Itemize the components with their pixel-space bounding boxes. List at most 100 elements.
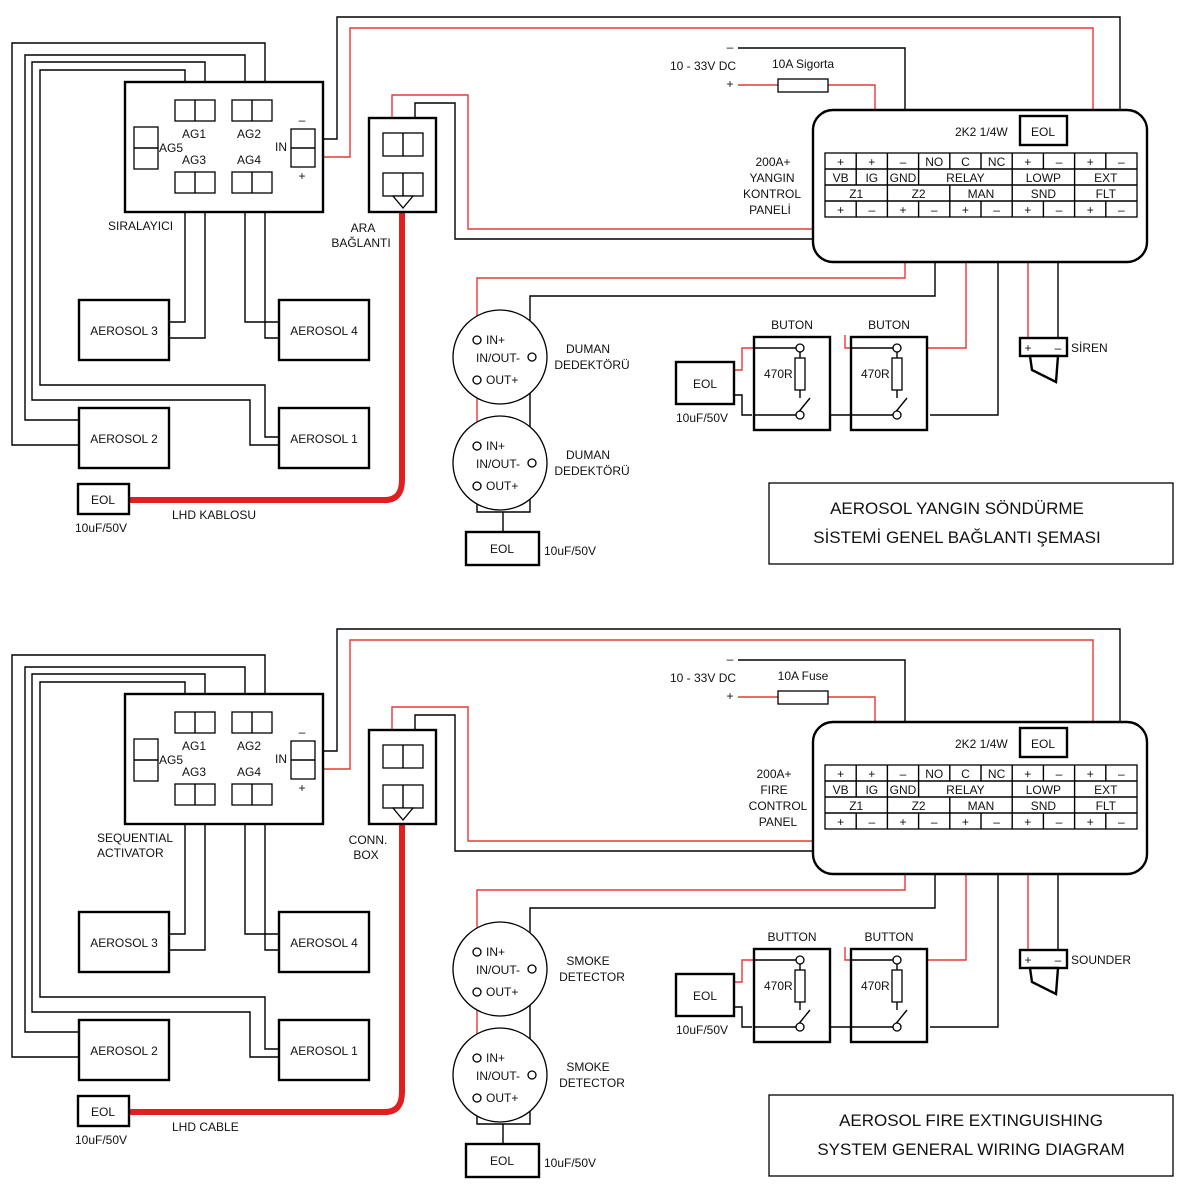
button-eol-wire: [734, 1006, 752, 1028]
aerosol-generator: [77, 406, 171, 470]
button-eol-wire: [734, 394, 752, 416]
aerosol-generator: [277, 406, 371, 470]
in-plus-label: +: [298, 781, 305, 795]
ag3-label: AG3: [182, 153, 206, 167]
terminal-polarity: –: [900, 767, 907, 781]
panel-name: 200A+: [756, 767, 791, 781]
terminal-polarity: +: [837, 815, 844, 829]
panel-name: CONTROL: [749, 799, 808, 813]
ag2-label: AG2: [237, 739, 261, 753]
activator-label: ACTIVATOR: [97, 846, 164, 860]
eol-value: 10uF/50V: [75, 1133, 127, 1147]
detector-terminal-icon: [472, 1053, 482, 1063]
terminal-label: Z2: [912, 799, 926, 813]
man-minus-wire: [930, 217, 999, 416]
detector-out-plus: OUT+: [486, 373, 518, 387]
ag3-aerosol1-wire: [39, 681, 280, 1050]
terminal-polarity: +: [868, 767, 875, 781]
terminal-polarity: +: [1087, 815, 1094, 829]
detector-terminal-icon: [472, 947, 482, 957]
detector-in-out: IN/OUT-: [476, 1069, 520, 1083]
ag3-aerosol3-wire: [170, 805, 206, 951]
manual-call-button: [849, 947, 929, 1044]
aerosol-generator: [277, 298, 371, 362]
ag4-aerosol4-wire: [244, 193, 280, 323]
aerosol-generator: [77, 1018, 171, 1082]
detector-name: DEDEKTÖRÜ: [554, 358, 629, 372]
terminal-polarity: +: [837, 203, 844, 217]
detector-terminal-icon: [472, 481, 482, 491]
panel-ext-plus-wire: [315, 27, 1094, 158]
manual-call-button: [752, 947, 832, 1044]
button-label: BUTON: [771, 318, 813, 332]
eol-label: EOL: [693, 989, 717, 1003]
terminal-label: LOWP: [1026, 171, 1061, 185]
supply-voltage: 10 - 33V DC: [670, 59, 736, 73]
detector-terminal-icon: [472, 375, 482, 385]
eol-lhd: [76, 1094, 131, 1128]
panel-ext-plus-wire: [315, 639, 1094, 770]
eol-lhd: [76, 482, 131, 516]
detector-terminal-icon: [527, 458, 537, 468]
eol-detector: [464, 530, 541, 567]
eol-value: 10uF/50V: [544, 544, 596, 558]
button-terminal-icon: [892, 343, 902, 353]
button-label: BUTTON: [767, 930, 816, 944]
supply-minus: –: [727, 40, 734, 54]
terminal-polarity: –: [1056, 767, 1063, 781]
aerosol-generator: [277, 1018, 371, 1082]
title-box: [768, 1094, 1174, 1177]
aerosol-label: AEROSOL 1: [290, 432, 358, 446]
siren-minus: –: [1055, 953, 1062, 967]
sequential-activator: [123, 692, 325, 826]
terminal-label: Z1: [849, 799, 863, 813]
activator-label: SIRALAYICI: [108, 219, 173, 233]
supply-minus: –: [727, 652, 734, 666]
manual-call-button: [849, 335, 929, 432]
terminal-label: GND: [890, 171, 917, 185]
panel-ext-minus-wire: [315, 16, 1121, 153]
conn-box-label: ARA: [351, 221, 376, 235]
eol-resistor-label: 2K2 1/4W: [955, 125, 1008, 139]
terminal-label: FLT: [1096, 799, 1117, 813]
resistor-label: 470R: [861, 979, 890, 993]
terminal-polarity: +: [1087, 155, 1094, 169]
detector-terminal-icon: [527, 964, 537, 974]
aerosol-label: AEROSOL 3: [90, 324, 158, 338]
detector-terminal-icon: [472, 441, 482, 451]
in-minus-label: –: [299, 725, 306, 739]
siren-plus: +: [1024, 953, 1031, 967]
terminal-polarity: +: [899, 203, 906, 217]
supply-voltage: 10 - 33V DC: [670, 671, 736, 685]
man-minus-wire: [930, 829, 999, 1028]
terminal-label: Z1: [849, 187, 863, 201]
supply-plus: +: [726, 77, 733, 91]
detector-in-plus: IN+: [486, 1051, 505, 1065]
ag3-aerosol3-wire: [170, 193, 186, 323]
panel-eol: [1018, 114, 1069, 147]
panel-name: 200A+: [755, 155, 790, 169]
detector-in-out: IN/OUT-: [476, 351, 520, 365]
button-label: BUTON: [868, 318, 910, 332]
terminal-polarity: –: [1118, 815, 1125, 829]
terminal-polarity: –: [868, 203, 875, 217]
eol-value: 10uF/50V: [75, 521, 127, 535]
eol-label: EOL: [91, 1105, 115, 1119]
siren-label: SOUNDER: [1071, 953, 1131, 967]
activator-label: SEQUENTIAL: [97, 831, 173, 845]
conn-box-label: BOX: [353, 848, 378, 862]
terminal-polarity: +: [868, 155, 875, 169]
terminal-label: SND: [1031, 799, 1057, 813]
fuse-icon: [777, 78, 829, 93]
button-label: BUTTON: [864, 930, 913, 944]
ag1-aerosol2-wire: [11, 42, 266, 446]
terminal-label: IG: [865, 171, 878, 185]
ag4-aerosol4-wire: [264, 805, 280, 951]
detector-in-out: IN/OUT-: [476, 963, 520, 977]
resistor-icon: [794, 357, 806, 391]
detector-in-out: IN/OUT-: [476, 457, 520, 471]
cable-gland-icon: [391, 195, 415, 210]
panel-name: PANEL: [759, 815, 798, 829]
terminal-polarity: –: [1118, 155, 1125, 169]
terminal-label: RELAY: [946, 783, 984, 797]
